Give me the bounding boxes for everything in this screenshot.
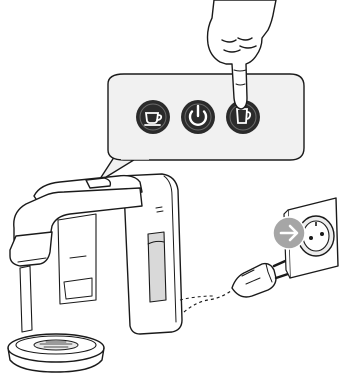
drip-tray: [8, 334, 104, 372]
arrow-right-icon: [273, 217, 305, 249]
power-button[interactable]: [181, 100, 215, 134]
coffee-machine: [8, 174, 182, 372]
power-plug-icon: [232, 258, 294, 297]
espresso-button[interactable]: [136, 100, 170, 134]
control-panel-callout: [98, 74, 304, 182]
power-cord: [184, 290, 232, 312]
